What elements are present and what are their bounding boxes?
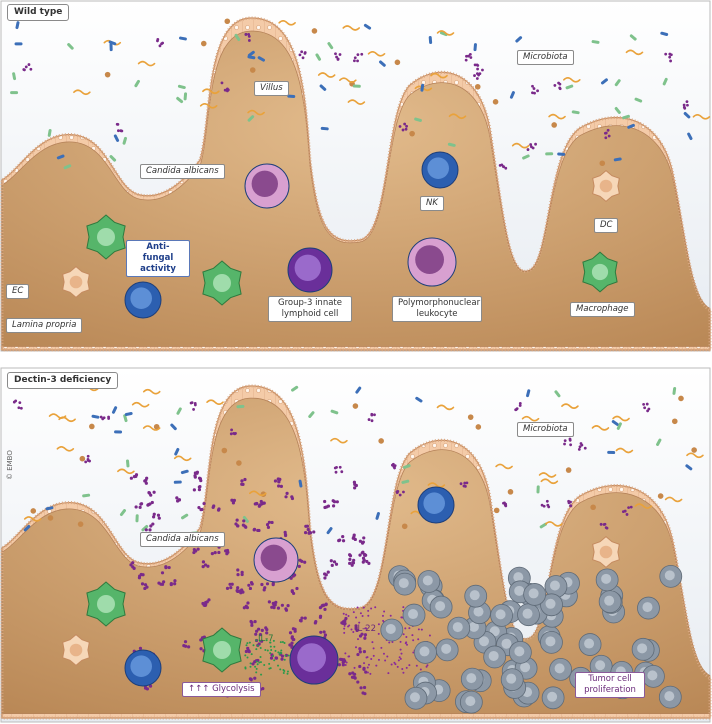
- immune-cells: [62, 151, 683, 714]
- bottom-panel-title: Dectin-3 deficiency: [7, 372, 119, 389]
- tumor-cell: [414, 641, 437, 664]
- pmn-cell: [244, 163, 290, 209]
- macrophage-cell: [86, 581, 126, 627]
- candida-label-bottom: Candida albicans: [140, 532, 225, 547]
- tumor-cell: [459, 690, 483, 714]
- macrophage-cell: [202, 627, 242, 673]
- candida-label-top: Candida albicans: [140, 164, 225, 179]
- nk-cell: [124, 281, 162, 319]
- ilc3-cell: [287, 247, 333, 293]
- copyright: © EMBO: [6, 450, 14, 480]
- ilc3-label: Group-3 innate lymphoid cell: [268, 296, 352, 322]
- tumor-cell: [500, 668, 524, 692]
- macrophage-cell: [582, 251, 618, 293]
- tumor-cell: [490, 603, 513, 627]
- tumor-cell: [598, 590, 622, 614]
- tumor-cell: [393, 572, 417, 596]
- tumor-cell: [447, 616, 471, 640]
- il22-label: IL-22: [355, 624, 376, 634]
- pmn-cell: [253, 537, 299, 583]
- dendritic-cell: [592, 535, 620, 569]
- epithelial-cell: [62, 633, 90, 667]
- nk-cell: [421, 151, 459, 189]
- tumor-cell: [435, 638, 459, 662]
- dc-label: DC: [594, 218, 619, 233]
- tumor-cell: [404, 686, 428, 710]
- tumor-proliferation-label: Tumor cell proliferation: [575, 672, 645, 698]
- pmn-label: Polymorphonuclear leukocyte: [392, 296, 482, 322]
- ilc3-cell: [289, 635, 339, 685]
- tumor-cell: [549, 657, 572, 681]
- macrophage-cell: [202, 260, 242, 306]
- macrophage-label: Macrophage: [570, 302, 635, 317]
- antifungal-label: Anti-fungal activity: [126, 240, 190, 277]
- tumor-cell: [659, 564, 683, 588]
- tumor-cell: [578, 633, 602, 656]
- tumor-cell: [544, 575, 568, 598]
- tumor-cell: [402, 603, 426, 627]
- tumor-cell: [658, 685, 682, 709]
- tumor-cell: [523, 583, 547, 606]
- tumor-cell: [540, 593, 563, 617]
- epithelial-cell: [62, 265, 90, 299]
- tumor-cell: [595, 568, 619, 592]
- tumor-cell: [637, 596, 660, 620]
- villus-label: Villus: [254, 81, 289, 96]
- ec-label: EC: [6, 284, 30, 299]
- dendritic-cell: [592, 169, 620, 203]
- macrophage-cell: [86, 214, 126, 260]
- microbiota-particles: [10, 18, 711, 698]
- microbiota-label-top: Microbiota: [517, 50, 574, 65]
- tumor-cell: [589, 654, 613, 678]
- tumor-cell: [417, 570, 441, 593]
- tumor-cell: [642, 664, 665, 688]
- nk-label: NK: [420, 196, 444, 211]
- tumor-cell: [429, 595, 453, 619]
- tumor-cell: [631, 637, 655, 661]
- nk-cell: [417, 486, 455, 524]
- tumor-cell: [380, 618, 404, 642]
- lamina-propria-label: Lamina propria: [6, 318, 83, 333]
- tumor-cell: [460, 667, 484, 691]
- tumor-cell: [464, 584, 488, 608]
- microbiota-label-bottom: Microbiota: [517, 422, 574, 437]
- il7-label: IL-7: [258, 634, 274, 644]
- tumor-cell: [508, 640, 532, 664]
- nk-cell: [124, 649, 162, 687]
- bottom-tissue: [0, 384, 712, 720]
- top-panel-title: Wild type: [7, 4, 70, 21]
- pmn-cell: [407, 237, 457, 287]
- tumor-cell: [540, 630, 563, 654]
- glycolysis-label: ↑↑↑ Glycolysis: [182, 682, 261, 697]
- tumor-cell: [517, 603, 540, 627]
- tumor-cell: [541, 686, 565, 710]
- tumor-cell: [483, 645, 507, 669]
